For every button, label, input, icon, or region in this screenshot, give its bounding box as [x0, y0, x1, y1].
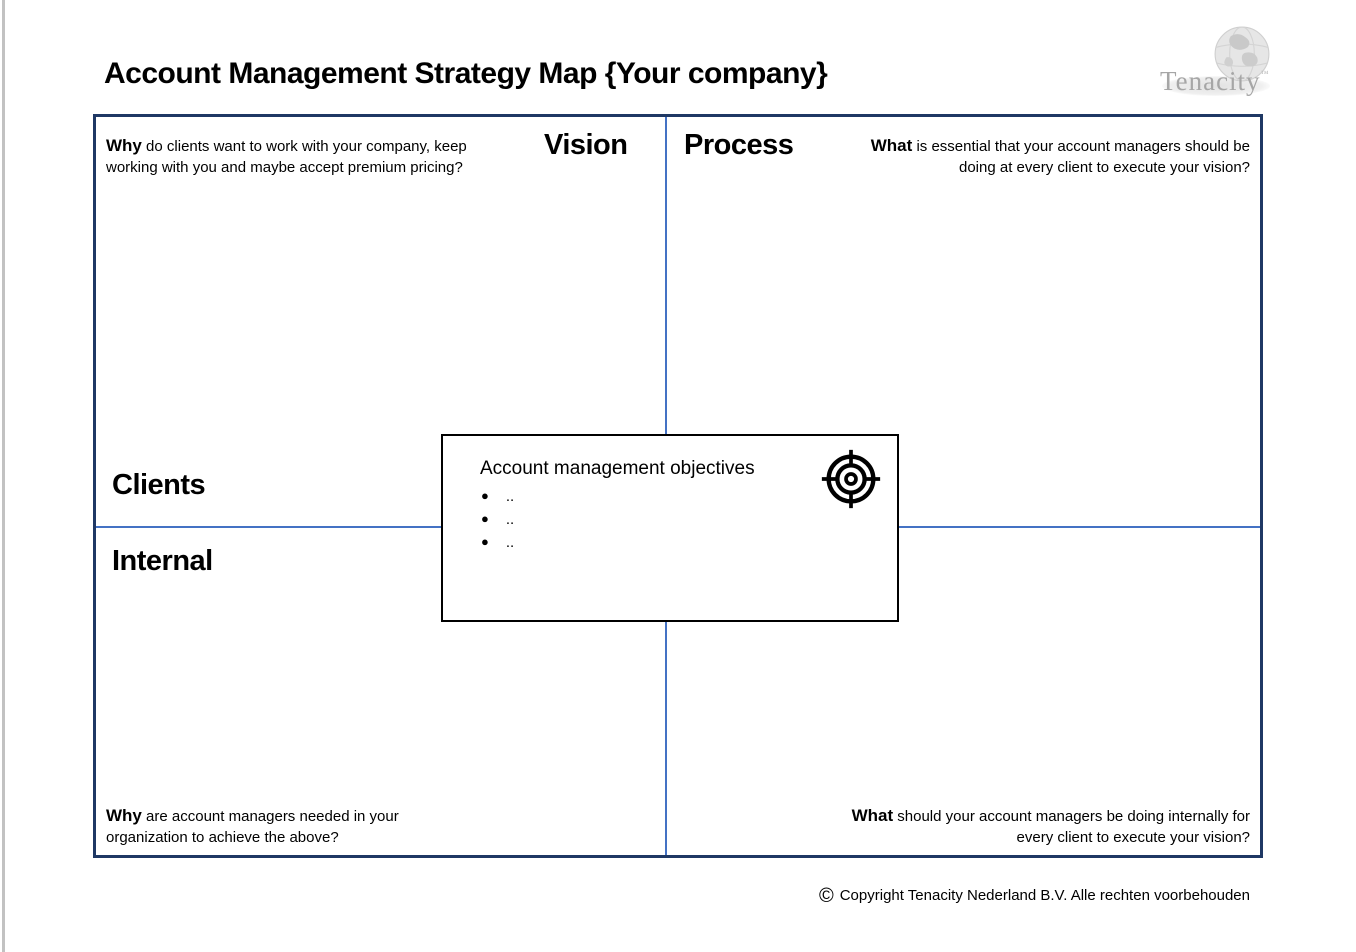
- list-item: ●..: [481, 511, 515, 528]
- globe-icon: [1214, 26, 1270, 82]
- copyright-icon: ©: [818, 885, 834, 907]
- list-item: ●..: [481, 488, 515, 505]
- internal-label: Internal: [112, 545, 213, 577]
- copyright-notice: ©Copyright Tenacity Nederland B.V. Alle …: [818, 885, 1250, 907]
- page-title: Account Management Strategy Map {Your co…: [104, 57, 828, 90]
- internal-what-question: What should your account managers be doi…: [851, 806, 1250, 846]
- bullet-icon: ●: [481, 534, 489, 549]
- target-icon: [821, 449, 881, 509]
- process-question: What is essential that your account mana…: [870, 136, 1250, 176]
- list-item: ●..: [481, 534, 515, 551]
- objectives-title: Account management objectives: [480, 458, 755, 479]
- vision-label: Vision: [544, 129, 628, 161]
- bullet-icon: ●: [481, 488, 489, 503]
- tenacity-logo: Tenacity™: [1158, 24, 1276, 100]
- trademark-mark: ™: [1260, 69, 1269, 78]
- process-label: Process: [684, 129, 794, 161]
- page-edge-line: [2, 0, 5, 952]
- objectives-list: ●.. ●.. ●..: [481, 488, 514, 557]
- logo-wordmark: Tenacity™: [1160, 66, 1269, 96]
- vision-question: Why do clients want to work with your co…: [106, 136, 467, 176]
- objectives-box: Account management objectives ●.. ●.. ●.…: [441, 434, 899, 622]
- clients-label: Clients: [112, 469, 206, 501]
- bullet-icon: ●: [481, 511, 489, 526]
- internal-question: Why are account managers needed in your …: [106, 806, 399, 846]
